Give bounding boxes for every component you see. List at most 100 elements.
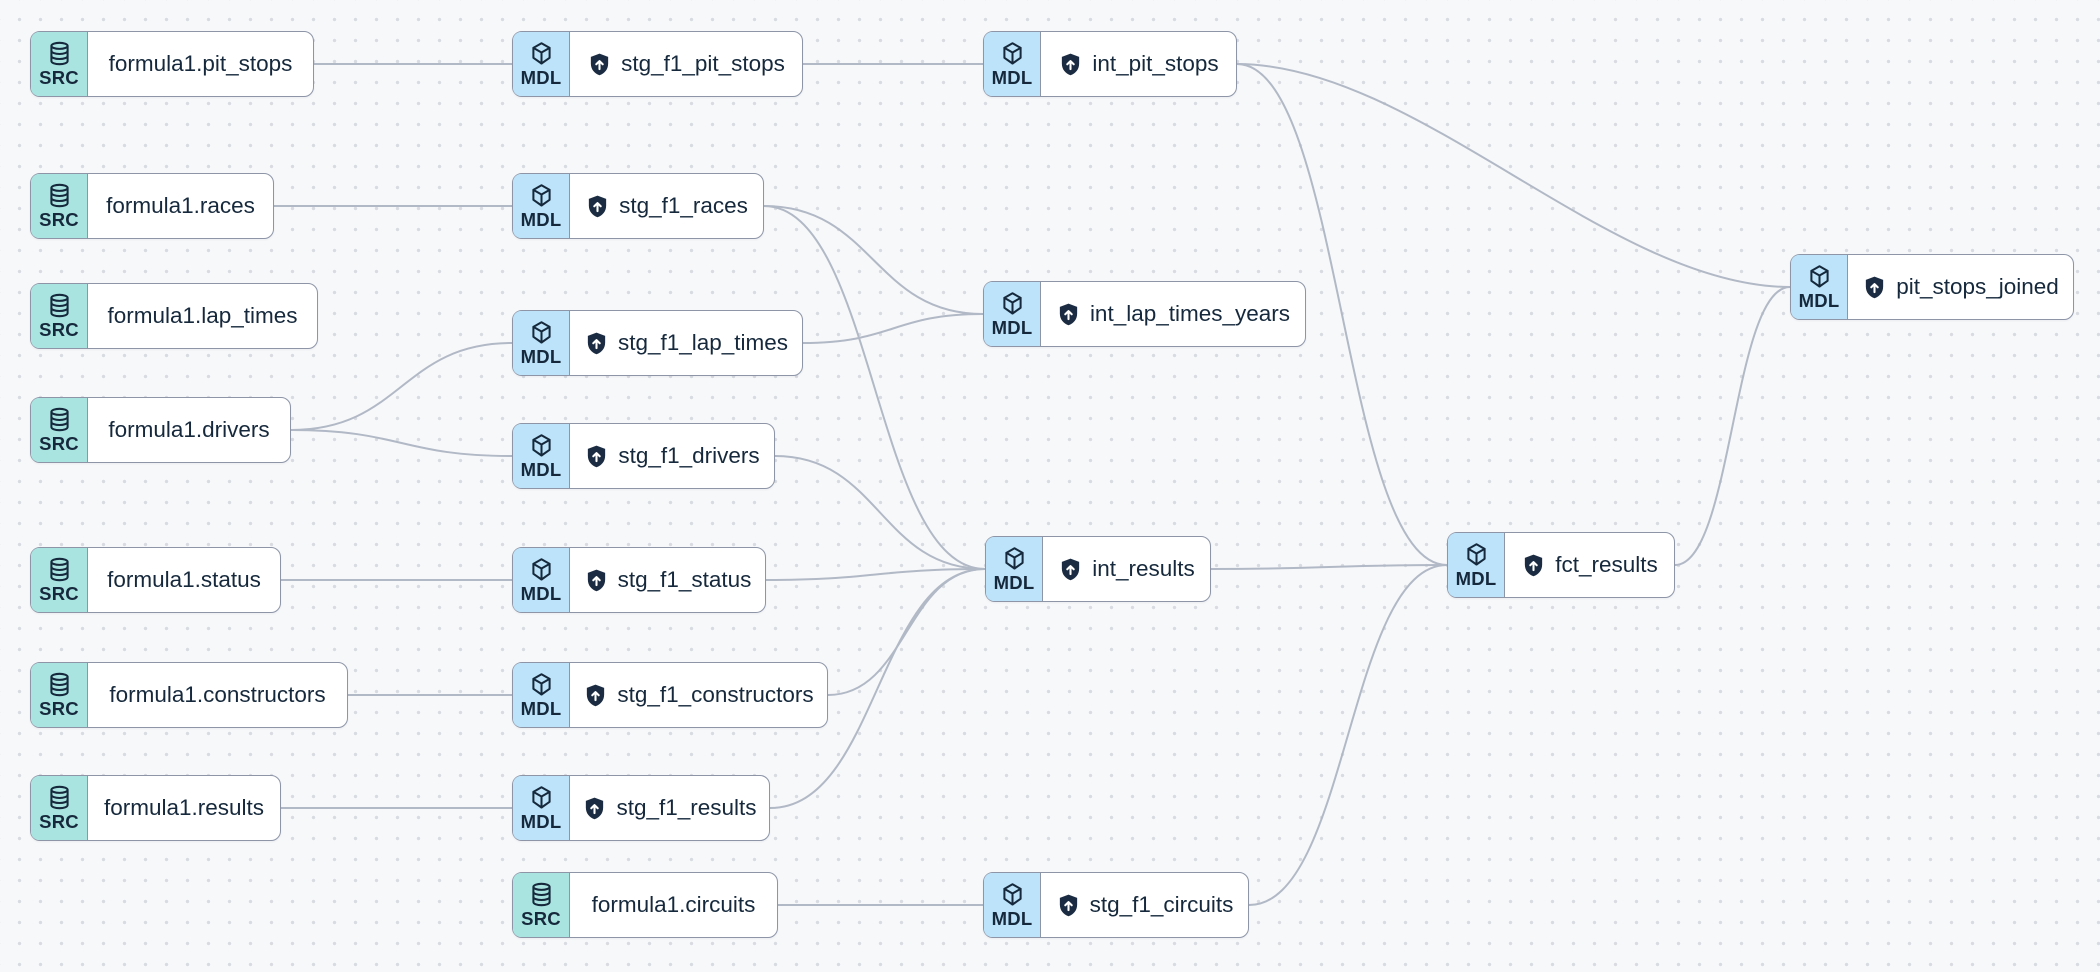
node-label: formula1.circuits xyxy=(591,892,756,917)
package-icon xyxy=(528,671,555,698)
database-icon xyxy=(46,406,73,433)
database-icon xyxy=(46,182,73,209)
lineage-node-stg_f1_status[interactable]: MDL stg_f1_status xyxy=(512,547,766,613)
src-type-badge: SRC xyxy=(513,873,570,937)
node-body: formula1.races xyxy=(88,174,273,238)
node-body: stg_f1_races xyxy=(570,174,763,238)
mdl-type-badge: MDL xyxy=(1791,255,1848,319)
type-badge-label: SRC xyxy=(39,698,79,720)
lineage-node-src_circuits[interactable]: SRC formula1.circuits xyxy=(512,872,778,938)
shield-icon xyxy=(1521,553,1546,578)
lineage-node-src_drivers[interactable]: SRC formula1.drivers xyxy=(30,397,291,463)
type-badge-label: MDL xyxy=(1798,290,1840,312)
node-label: fct_results xyxy=(1555,552,1658,577)
lineage-edge-stg_f1_races-to-int_lap_times_years xyxy=(763,205,984,315)
src-type-badge: SRC xyxy=(31,398,88,462)
lineage-node-src_status[interactable]: SRC formula1.status xyxy=(30,547,281,613)
lineage-edge-stg_f1_lap_times-to-int_lap_times_years xyxy=(802,313,984,344)
mdl-type-badge: MDL xyxy=(513,424,570,488)
node-body: formula1.drivers xyxy=(88,398,290,462)
mdl-type-badge: MDL xyxy=(984,282,1041,346)
node-label: stg_f1_drivers xyxy=(618,443,760,468)
type-badge-label: MDL xyxy=(520,811,562,833)
package-icon xyxy=(528,556,555,583)
node-body: formula1.pit_stops xyxy=(88,32,313,96)
mdl-type-badge: MDL xyxy=(513,663,570,727)
shield-icon xyxy=(585,194,610,219)
lineage-edge-stg_f1_constructors-to-int_results xyxy=(827,568,986,696)
src-type-badge: SRC xyxy=(31,663,88,727)
node-body: int_lap_times_years xyxy=(1041,282,1305,346)
type-badge-label: MDL xyxy=(520,459,562,481)
node-body: formula1.lap_times xyxy=(88,284,317,348)
node-label: int_results xyxy=(1092,556,1195,581)
node-label: formula1.constructors xyxy=(109,682,326,707)
type-badge-label: SRC xyxy=(39,433,79,455)
lineage-edge-stg_f1_results-to-int_results xyxy=(769,568,986,809)
lineage-node-src_constructors[interactable]: SRC formula1.constructors xyxy=(30,662,348,728)
node-label: stg_f1_constructors xyxy=(617,682,814,707)
database-icon xyxy=(46,671,73,698)
shield-icon xyxy=(1056,893,1081,918)
node-label: pit_stops_joined xyxy=(1896,274,2059,299)
type-badge-label: MDL xyxy=(520,346,562,368)
lineage-edge-stg_f1_circuits-to-fct_results xyxy=(1248,564,1448,906)
mdl-type-badge: MDL xyxy=(984,873,1041,937)
lineage-node-fct_results[interactable]: MDL fct_results xyxy=(1447,532,1675,598)
lineage-edge-int_pit_stops-to-fct_results xyxy=(1236,63,1448,566)
shield-icon xyxy=(1056,302,1081,327)
node-label: formula1.drivers xyxy=(108,417,270,442)
lineage-edge-stg_f1_races-to-int_results xyxy=(763,205,986,570)
node-body: int_pit_stops xyxy=(1041,32,1236,96)
node-body: formula1.status xyxy=(88,548,280,612)
type-badge-label: SRC xyxy=(39,583,79,605)
lineage-node-pit_stops_joined[interactable]: MDL pit_stops_joined xyxy=(1790,254,2074,320)
lineage-edge-src_drivers-to-stg_f1_drivers xyxy=(290,429,513,457)
type-badge-label: SRC xyxy=(521,908,561,930)
src-type-badge: SRC xyxy=(31,174,88,238)
node-body: pit_stops_joined xyxy=(1848,255,2073,319)
package-icon xyxy=(999,40,1026,67)
lineage-node-stg_f1_results[interactable]: MDL stg_f1_results xyxy=(512,775,770,841)
type-badge-label: SRC xyxy=(39,319,79,341)
type-badge-label: MDL xyxy=(991,317,1033,339)
package-icon xyxy=(528,319,555,346)
node-body: stg_f1_drivers xyxy=(570,424,774,488)
package-icon xyxy=(528,40,555,67)
database-icon xyxy=(46,784,73,811)
lineage-node-stg_f1_circuits[interactable]: MDL stg_f1_circuits xyxy=(983,872,1249,938)
lineage-edge-stg_f1_status-to-int_results xyxy=(765,568,986,581)
shield-icon xyxy=(1058,557,1083,582)
mdl-type-badge: MDL xyxy=(513,548,570,612)
lineage-edge-fct_results-to-pit_stops_joined xyxy=(1674,286,1791,566)
src-type-badge: SRC xyxy=(31,284,88,348)
package-icon xyxy=(528,432,555,459)
node-body: int_results xyxy=(1043,537,1210,601)
type-badge-label: SRC xyxy=(39,67,79,89)
node-body: formula1.circuits xyxy=(570,873,777,937)
lineage-node-stg_f1_lap_times[interactable]: MDL stg_f1_lap_times xyxy=(512,310,803,376)
mdl-type-badge: MDL xyxy=(1448,533,1505,597)
node-label: stg_f1_races xyxy=(619,193,748,218)
lineage-node-int_lap_times_years[interactable]: MDL int_lap_times_years xyxy=(983,281,1306,347)
type-badge-label: MDL xyxy=(520,583,562,605)
type-badge-label: SRC xyxy=(39,209,79,231)
lineage-node-stg_f1_constructors[interactable]: MDL stg_f1_constructors xyxy=(512,662,828,728)
lineage-node-src_lap_times[interactable]: SRC formula1.lap_times xyxy=(30,283,318,349)
node-label: stg_f1_circuits xyxy=(1089,892,1234,917)
lineage-node-src_pit_stops[interactable]: SRC formula1.pit_stops xyxy=(30,31,314,97)
node-body: stg_f1_lap_times xyxy=(570,311,802,375)
node-body: stg_f1_results xyxy=(570,776,769,840)
src-type-badge: SRC xyxy=(31,32,88,96)
node-label: stg_f1_status xyxy=(617,567,752,592)
lineage-node-src_races[interactable]: SRC formula1.races xyxy=(30,173,274,239)
package-icon xyxy=(1001,545,1028,572)
lineage-node-stg_f1_drivers[interactable]: MDL stg_f1_drivers xyxy=(512,423,775,489)
